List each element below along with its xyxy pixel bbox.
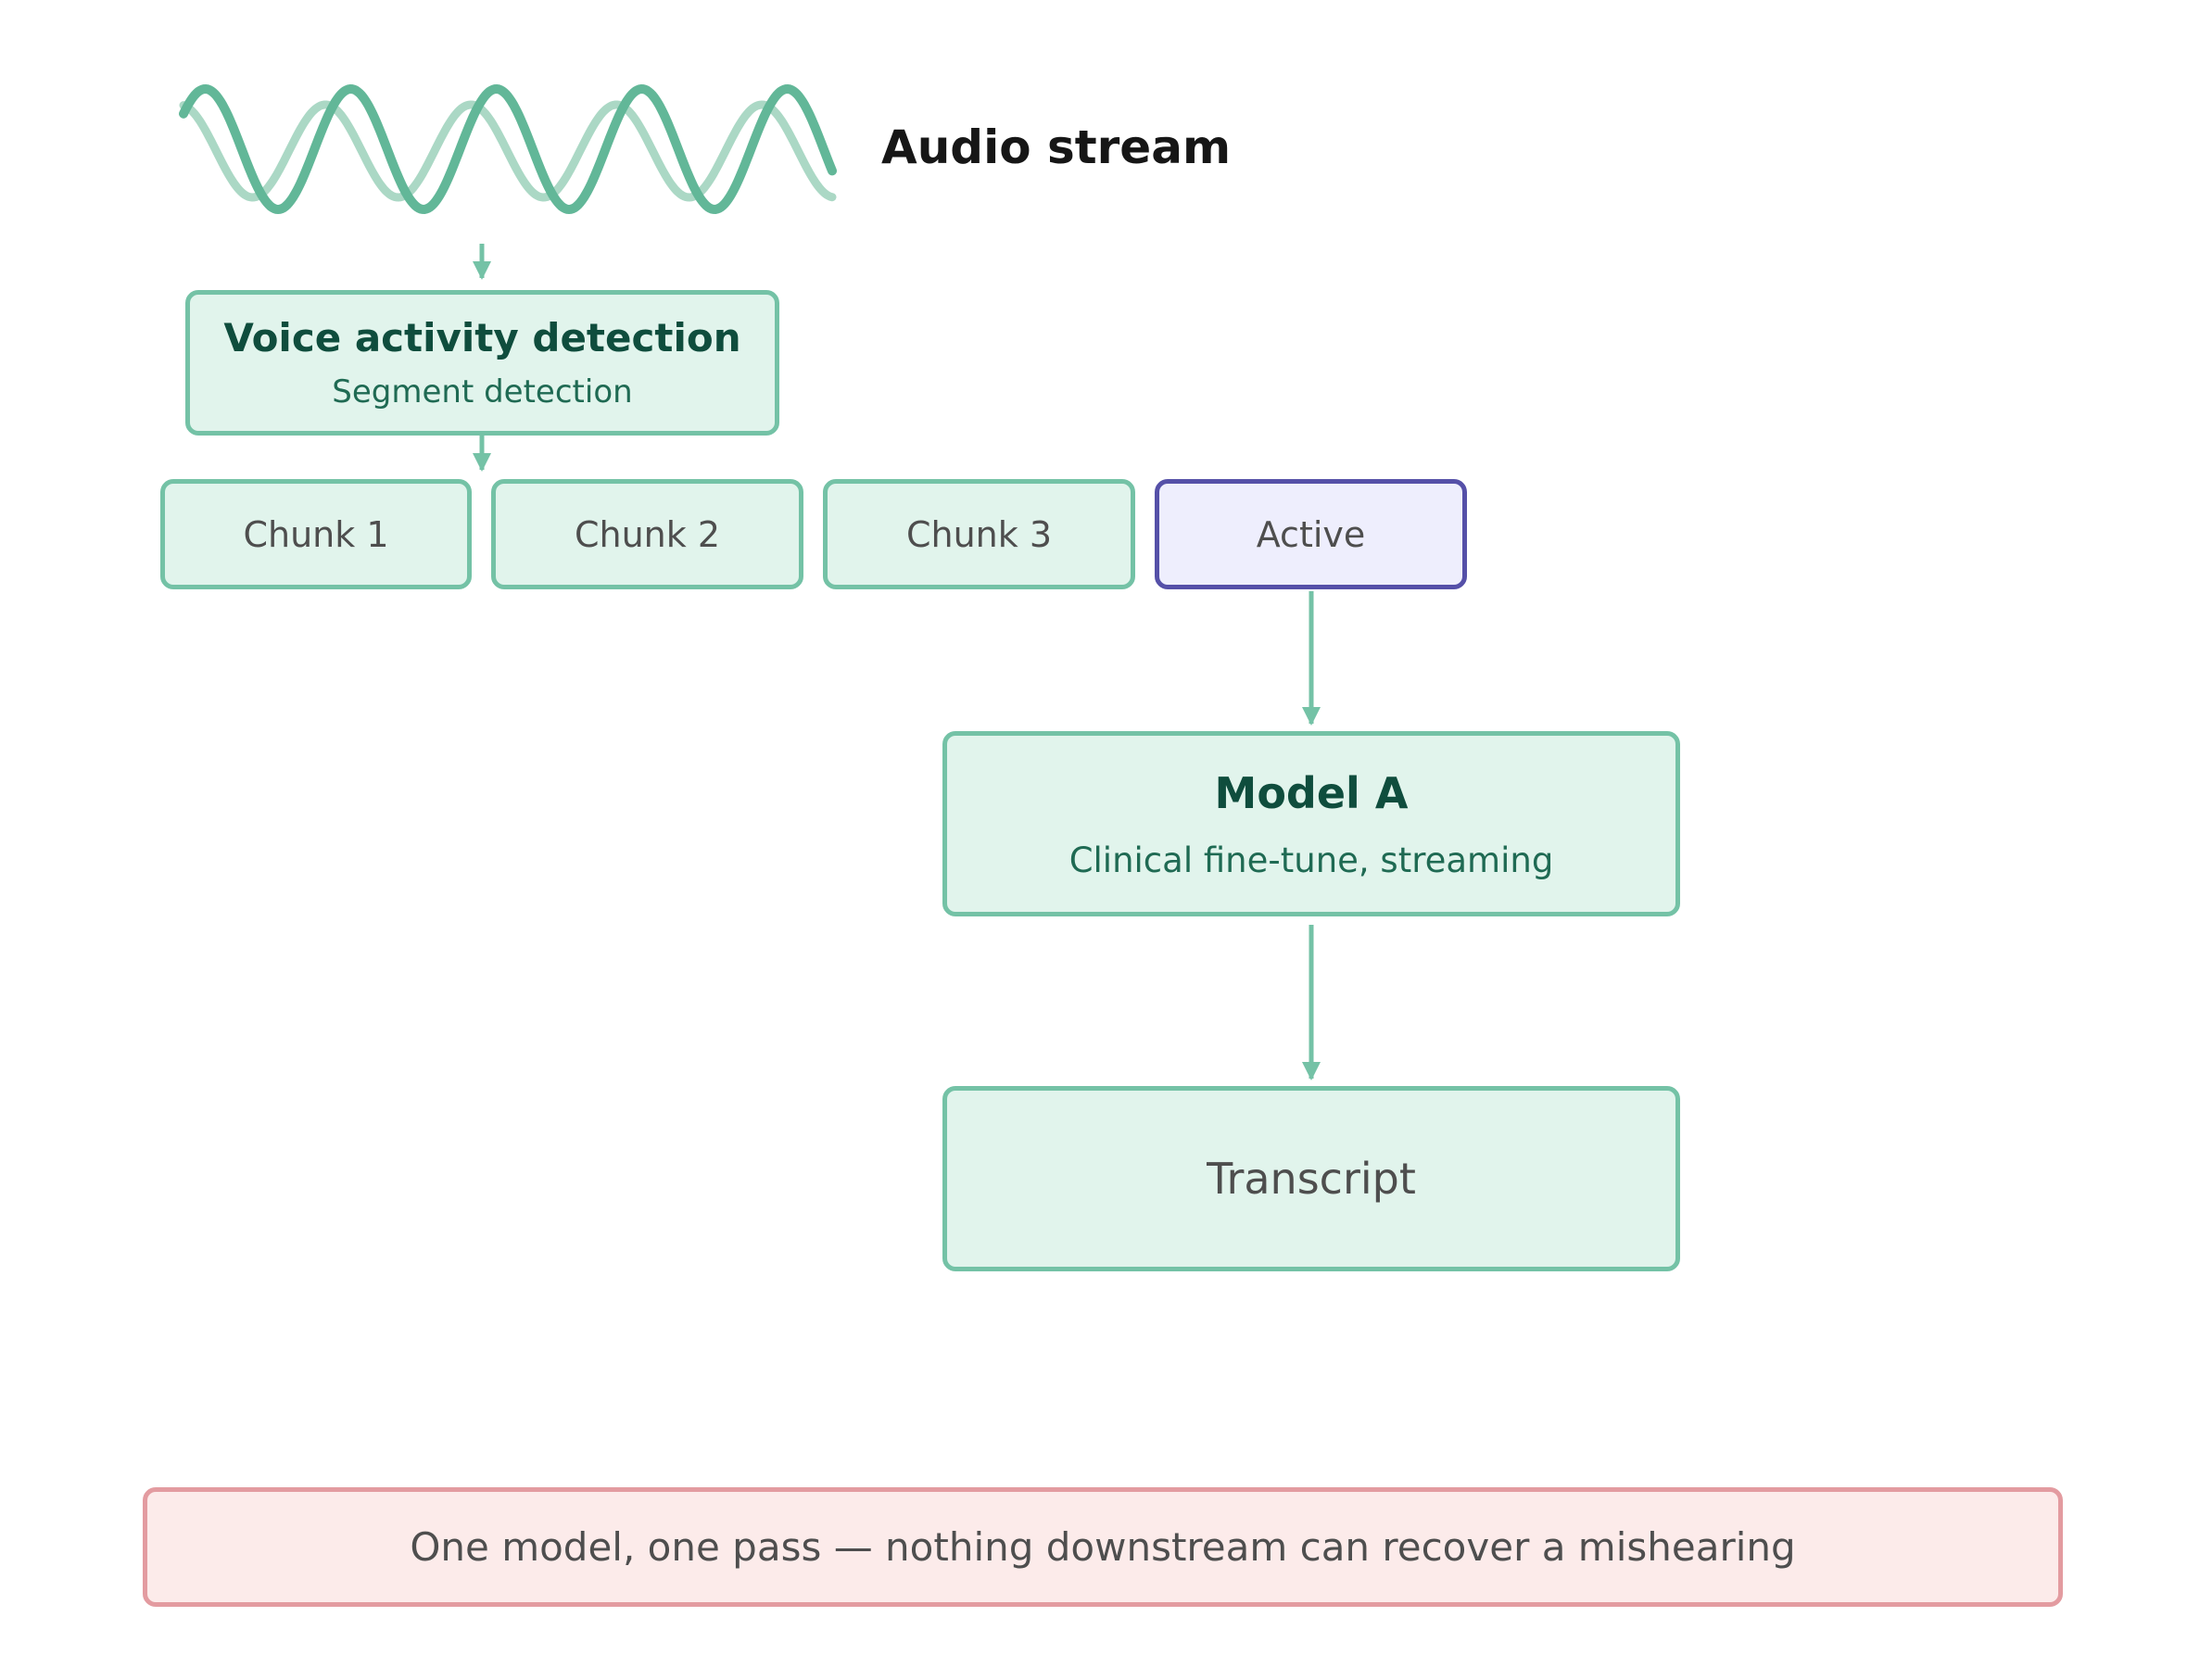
waveform-light-trace (179, 100, 837, 202)
transcript-box: Transcript (942, 1086, 1680, 1271)
chunk-1-label: Chunk 1 (243, 513, 389, 555)
model-title: Model A (1214, 767, 1409, 818)
vad-subtitle: Segment detection (332, 373, 633, 411)
chunk-active-label: Active (1256, 513, 1366, 555)
chunk-3-label: Chunk 3 (905, 513, 1053, 555)
chunk-2: Chunk 2 (491, 479, 803, 589)
audio-stream-label: Audio stream (881, 120, 1232, 174)
model-box: Model A Clinical fine-tune, streaming (942, 731, 1680, 916)
model-subtitle: Clinical fine-tune, streaming (1068, 840, 1554, 880)
chunk-active: Active (1155, 479, 1467, 589)
chunk-1: Chunk 1 (160, 479, 472, 589)
vad-box: Voice activity detection Segment detecti… (185, 290, 779, 436)
chunk-3: Chunk 3 (823, 479, 1135, 589)
warning-banner: One model, one pass — nothing downstream… (143, 1487, 2063, 1607)
warning-text: One model, one pass — nothing downstream… (410, 1524, 1796, 1570)
audio-waveform-icon (179, 83, 837, 215)
transcript-label: Transcript (1207, 1154, 1416, 1204)
waveform-dark-trace (179, 83, 837, 215)
chunk-2-label: Chunk 2 (574, 513, 721, 555)
vad-title: Voice activity detection (223, 315, 741, 360)
